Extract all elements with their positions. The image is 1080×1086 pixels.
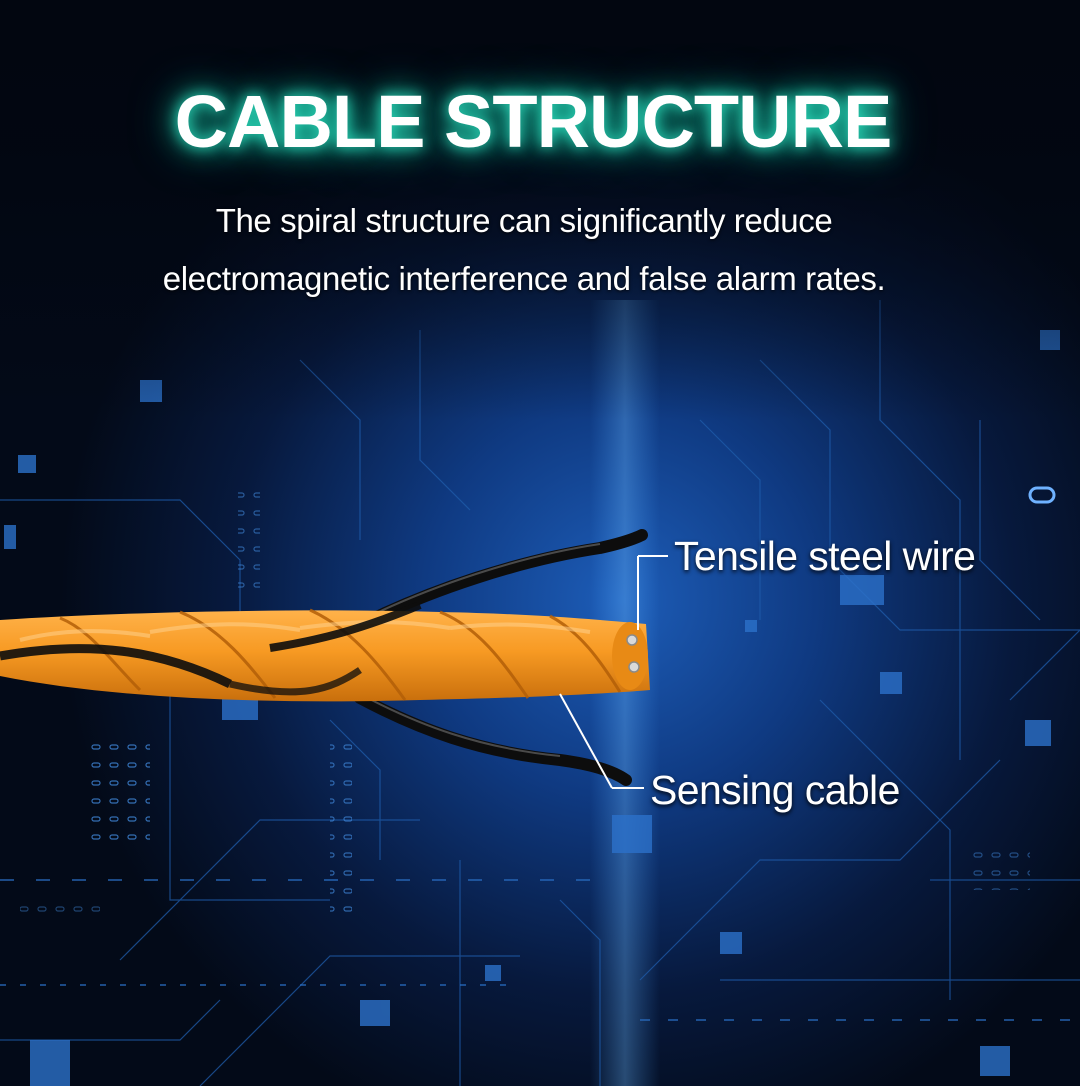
subtitle-line-1: The spiral structure can significantly r… bbox=[215, 202, 833, 239]
subtitle-line-2: electromagnetic interference and false a… bbox=[162, 260, 886, 297]
tensile-leader-line bbox=[637, 555, 668, 630]
tensile-wire-strand bbox=[354, 529, 648, 631]
twisted-cable-body bbox=[0, 610, 650, 702]
steel-wire-core bbox=[626, 634, 638, 646]
sensing-cable-strand bbox=[354, 692, 632, 786]
sensing-wire-core bbox=[628, 661, 640, 673]
page-title: CABLE STRUCTURE bbox=[174, 80, 893, 163]
sensing-leader-line bbox=[559, 693, 644, 789]
tensile-steel-wire-label: Tensile steel wire bbox=[674, 533, 976, 579]
sensing-cable-label: Sensing cable bbox=[650, 767, 900, 813]
